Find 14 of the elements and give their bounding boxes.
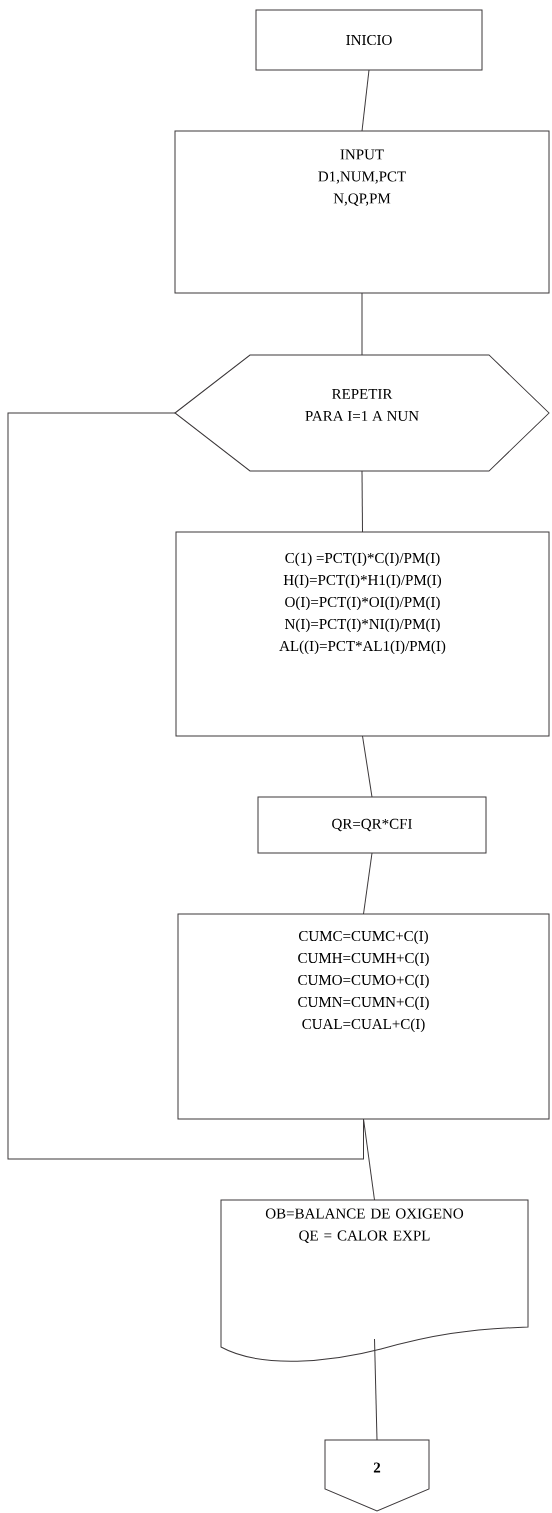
process-box: C(1) =PCT(I)*C(I)/PM(I) H(I)=PCT(I)*H1(I)/PM(I) O(I)=PCT(I)*OI(I)/PM(I) N(I)=PCT(I)*NI(I)/PM(I) AL((I)=PCT*AL1(I)/PM(I) (175, 531, 550, 737)
connector-line (374, 1338, 378, 1441)
off-page-connector: 2 (324, 1439, 430, 1512)
connector-line (363, 852, 373, 915)
connector-line (361, 470, 363, 533)
connector-line (361, 69, 370, 132)
loop-hexagon: REPETIR PARA I=1 A NUN (174, 354, 550, 472)
start-box: INICIO (255, 9, 483, 71)
connector-line (362, 735, 373, 798)
loop-line (7, 412, 364, 1160)
input-box: INPUT D1,NUM,PCT N,QP,PM (174, 130, 550, 294)
process-box: QR=QR*CFI (257, 796, 487, 854)
connector-line (361, 292, 363, 356)
process-box: CUMC=CUMC+C(I) CUMH=CUMH+C(I) CUMO=CUMO+C(I) CUMN=CUMN+C(I) CUAL=CUAL+C(I) (177, 913, 550, 1120)
